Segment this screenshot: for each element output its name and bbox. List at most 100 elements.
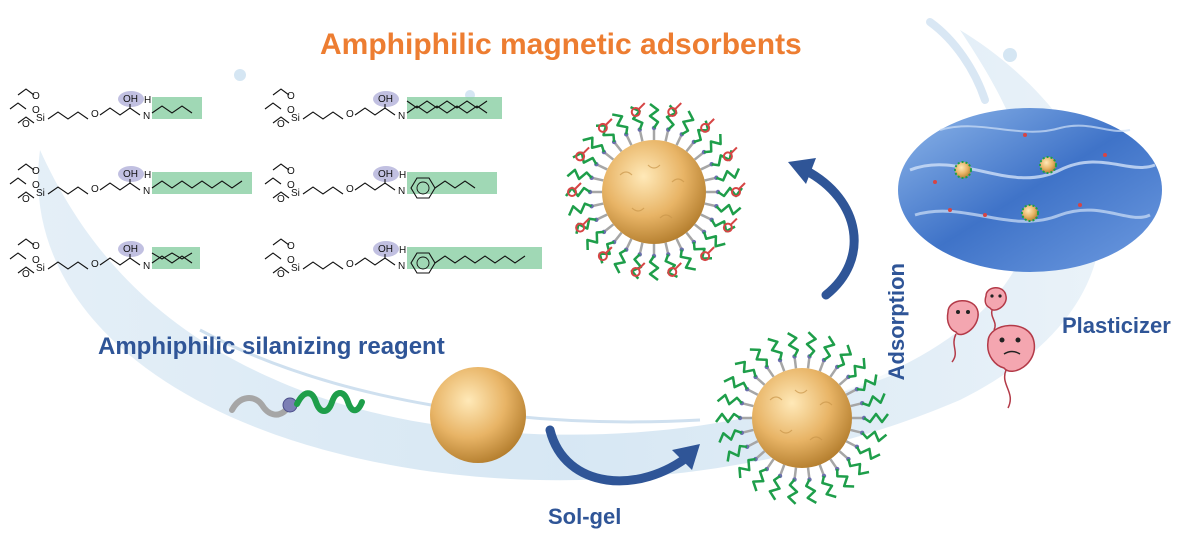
adsorbed-chain [704, 168, 741, 182]
disc-particle [954, 161, 972, 179]
surface-chain [738, 450, 766, 479]
adsorbed-chain [704, 202, 742, 216]
diagram-title: Amphiphilic magnetic adsorbents [320, 28, 802, 61]
surface-chain [845, 374, 878, 396]
disc-particle [1021, 204, 1039, 222]
hydroxyl-group: OH [378, 244, 393, 255]
surface-chain [787, 332, 800, 369]
surface-chain [818, 464, 837, 499]
chemical-structures: OSiOOOOHNHOSiOOOOHNHOSiOOOOHNOSiOOOOHNOS… [9, 88, 542, 280]
silicon-atom: Si [291, 188, 300, 199]
plasticizer-molecule [946, 300, 979, 363]
nitrogen-atom: N [143, 111, 150, 122]
oxygen-atom: O [346, 259, 354, 270]
surface-chain [749, 348, 775, 378]
surface-chain [804, 467, 817, 504]
surface-chain [838, 357, 866, 386]
surface-chain [845, 440, 881, 460]
adsorbed-chain [572, 146, 608, 171]
silicon-atom: Si [36, 188, 45, 199]
adsorbed-chain [648, 103, 660, 140]
adsorbed-chain [565, 182, 602, 198]
plasticizer-label: Plasticizer [1062, 313, 1171, 338]
adsorption-arrow [788, 158, 859, 300]
oxygen-atom: O [287, 105, 295, 116]
adsorbed-chain [586, 223, 615, 251]
nitrogen-atom: N [398, 261, 405, 272]
oxygen-atom: O [22, 119, 30, 130]
surface-chain [734, 360, 766, 386]
oxygen-atom: O [346, 184, 354, 195]
surface-chain [787, 467, 799, 505]
adsorbed-chain [582, 136, 615, 161]
hydroxyl-group: OH [378, 169, 393, 180]
oxygen-atom: O [91, 184, 99, 195]
surface-chain [850, 393, 886, 408]
plasticizer-molecule [987, 324, 1036, 409]
oxygen-atom: O [32, 180, 40, 191]
silanizing-reagent-chain [229, 390, 365, 418]
adsorbed-particle [565, 102, 746, 281]
surface-chain [716, 393, 754, 408]
surface-chain [723, 376, 759, 396]
surface-chain [838, 450, 870, 476]
bare-magnetic-particle [430, 367, 526, 463]
adsorbed-chain [675, 110, 695, 146]
surface-chain [829, 344, 852, 378]
adsorbed-chain [685, 231, 715, 262]
sol-gel-label: Sol-gel [548, 504, 622, 529]
adsorbed-chain [630, 102, 646, 142]
surface-chain [718, 428, 754, 443]
adsorbed-chain [706, 182, 746, 198]
surface-chain [752, 458, 775, 492]
sol-gel-arrow [545, 425, 700, 486]
adsorption-label: Adsorption [884, 263, 909, 381]
oxygen-atom: O [287, 255, 295, 266]
silicon-atom: Si [36, 113, 45, 124]
surface-chain [805, 331, 817, 369]
oxygen-atom: O [346, 109, 354, 120]
plasticizer-molecule [984, 287, 1007, 331]
hydrogen-atom: H [399, 170, 406, 181]
surface-chain [767, 337, 786, 372]
hydrogen-atom: H [144, 170, 151, 181]
adsorbed-chain [575, 213, 608, 235]
adsorbed-chain [693, 133, 722, 161]
surface-chain [715, 412, 752, 424]
adsorbed-chain [664, 242, 682, 279]
hydroxyl-group: OH [123, 94, 138, 105]
oxygen-atom: O [32, 241, 40, 252]
oxygen-atom: O [287, 241, 295, 252]
adsorbed-chain [693, 223, 726, 248]
water-disc [898, 108, 1162, 272]
silicon-atom: Si [291, 263, 300, 274]
adsorbed-chain [648, 244, 660, 281]
disc-particle [1039, 156, 1057, 174]
nitrogen-atom: N [398, 186, 405, 197]
nitrogen-atom: N [398, 111, 405, 122]
adsorbed-chain [597, 231, 623, 264]
plasticizer-molecules [946, 287, 1036, 409]
oxygen-atom: O [287, 91, 295, 102]
surface-chain [829, 458, 855, 488]
adsorbed-chain [675, 238, 697, 271]
surface-chain [768, 464, 786, 501]
adsorbed-chain [611, 113, 633, 146]
oxygen-atom: O [32, 166, 40, 177]
functionalized-particle [715, 331, 889, 505]
oxygen-atom: O [287, 166, 295, 177]
oxygen-atom: O [32, 105, 40, 116]
silicon-atom: Si [36, 263, 45, 274]
silicon-atom: Si [291, 113, 300, 124]
oxygen-atom: O [277, 194, 285, 205]
oxygen-atom: O [91, 109, 99, 120]
oxygen-atom: O [277, 269, 285, 280]
reagent-label: Amphiphilic silanizing reagent [98, 333, 445, 360]
adsorbed-chain [700, 146, 738, 171]
